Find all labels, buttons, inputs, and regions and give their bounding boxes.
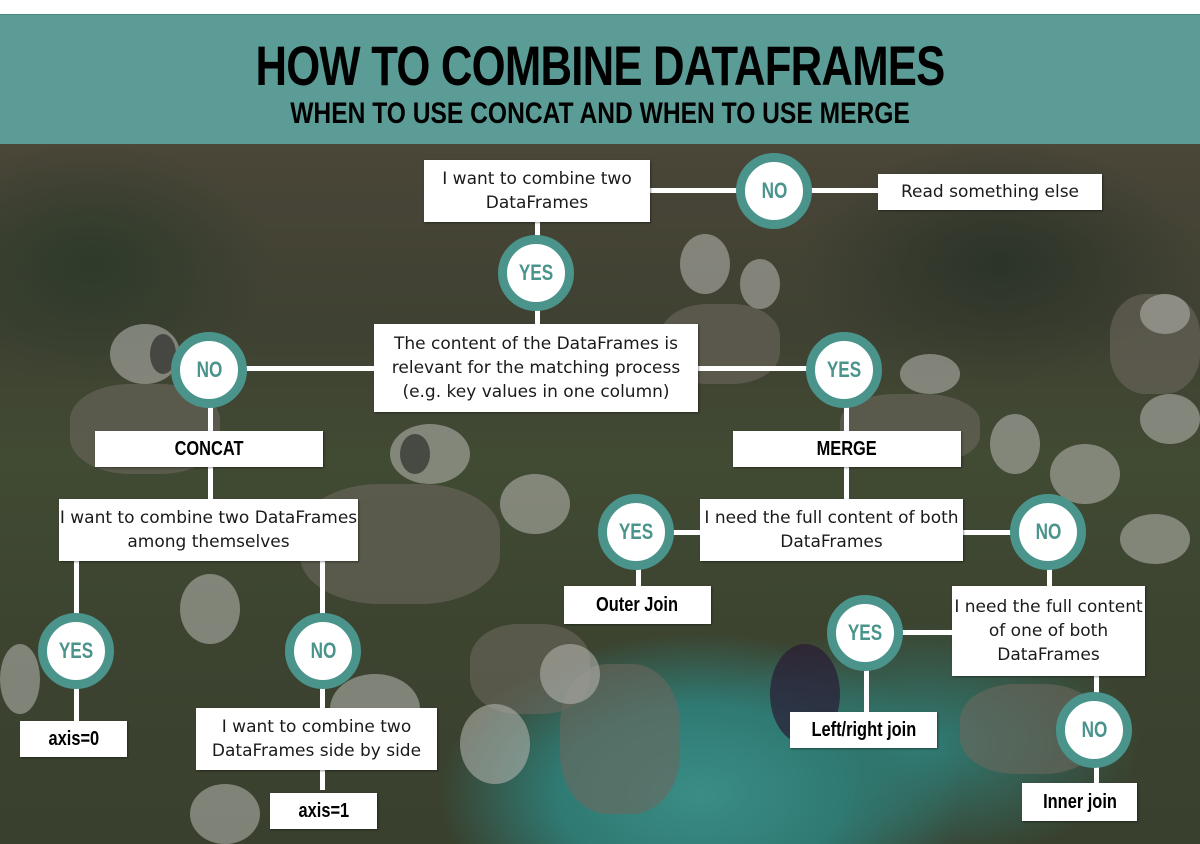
decision-full-both-yes: YES [598,494,674,570]
header-banner: HOW TO COMBINE DATAFRAMES WHEN TO USE CO… [0,14,1200,145]
connector [866,630,956,635]
decision-among-no: NO [285,613,361,689]
background-photo-pandas [0,144,1200,844]
decision-among-yes: YES [38,613,114,689]
connector [864,630,869,715]
node-side-by-side: I want to combine two DataFrames side by… [196,708,437,770]
decision-full-one-no: NO [1056,692,1132,768]
decision-start-no: NO [736,153,812,229]
node-concat: CONCAT [95,431,323,467]
node-content-relevant: The content of the DataFrames is relevan… [374,324,698,412]
decision-full-one-yes: YES [827,595,903,671]
node-merge: MERGE [733,431,961,467]
decision-start-yes: YES [498,235,574,311]
node-start: I want to combine two DataFrames [424,160,650,222]
node-axis0: axis=0 [20,721,127,757]
connector [320,770,325,790]
page-subtitle: WHEN TO USE CONCAT AND WHEN TO USE MERGE [290,97,910,130]
page-title: HOW TO COMBINE DATAFRAMES [255,34,945,97]
decision-content-no: NO [171,332,247,408]
decision-content-yes: YES [806,332,882,408]
node-among-themselves: I want to combine two DataFrames among t… [59,499,358,561]
decision-full-both-no: NO [1010,494,1086,570]
node-outer-join: Outer Join [564,586,711,624]
node-read-something-else: Read something else [878,174,1102,210]
node-full-one: I need the full content of one of both D… [952,586,1145,676]
node-full-both: I need the full content of both DataFram… [700,499,963,561]
node-inner-join: Inner join [1022,783,1137,821]
node-left-right-join: Left/right join [790,712,937,748]
node-axis1: axis=1 [270,793,377,829]
